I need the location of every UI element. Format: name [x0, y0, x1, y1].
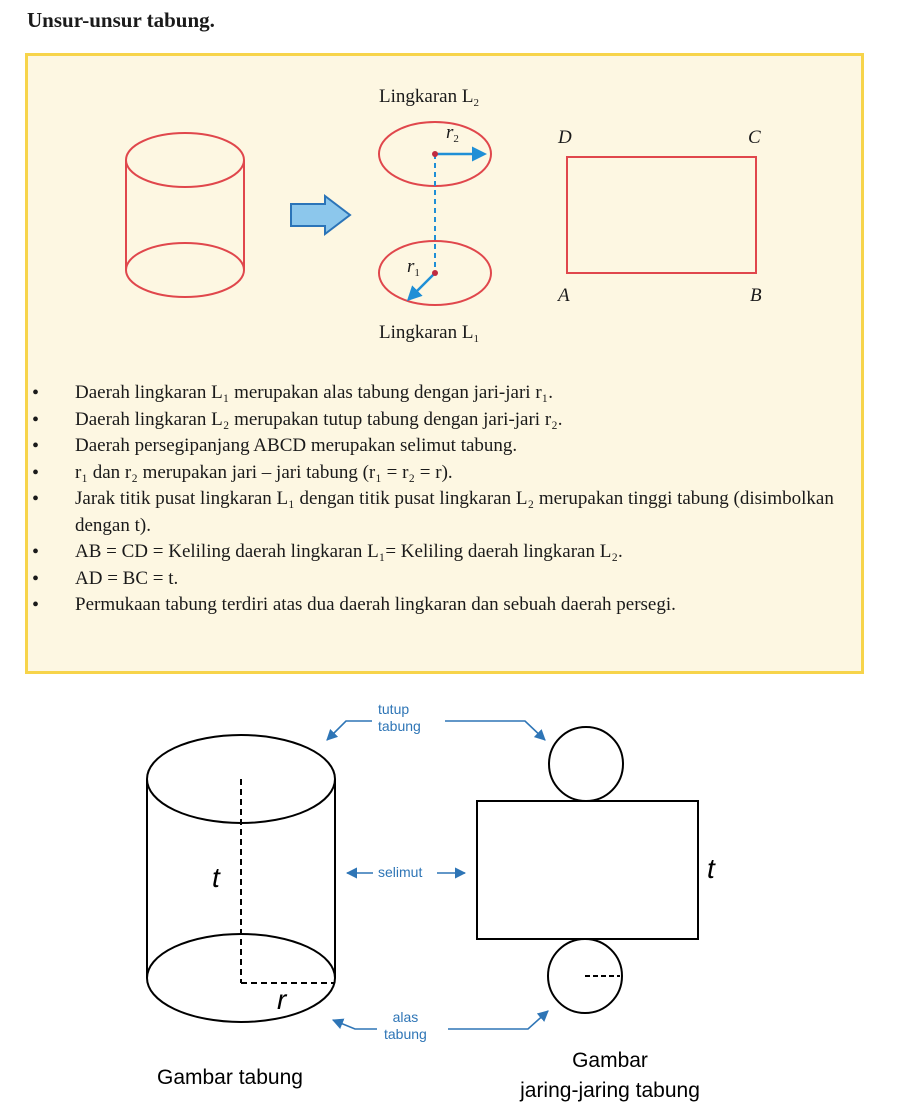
list-item: Daerah lingkaran L₂ merupakan tutup tabu… — [30, 407, 860, 434]
vertex-C: C — [748, 127, 761, 148]
cylinder-3d — [125, 132, 245, 298]
label-line: tabung — [378, 718, 421, 734]
caption-line: Gambar — [572, 1049, 648, 1072]
rectangle-ABCD — [566, 156, 757, 274]
label-r2: r2 — [446, 122, 459, 145]
label-lingkaran-L2: Lingkaran L2 — [379, 86, 479, 109]
list-item: AD = BC = t. — [30, 566, 860, 593]
caption-gambar-tabung: Gambar tabung — [157, 1066, 303, 1089]
circle-L1 — [378, 240, 492, 306]
list-item: AB = CD = Keliling daerah lingkaran L₁= … — [30, 539, 860, 566]
label-t-cylinder: t — [212, 862, 220, 893]
label-lingkaran-L1: Lingkaran L1 — [379, 322, 479, 345]
list-item: Daerah persegipanjang ABCD merupakan sel… — [30, 433, 860, 460]
label-t-net: t — [707, 853, 715, 884]
label-line: alas — [392, 1009, 419, 1025]
vertex-D: D — [558, 127, 572, 148]
label-r1: r1 — [407, 256, 420, 279]
label-line: tabung — [384, 1026, 427, 1042]
annotation-arrows — [326, 720, 549, 1030]
label-tutup-tabung: tutup tabung — [378, 701, 421, 735]
radius-r1-arrow — [406, 272, 436, 302]
net-bottom-circle — [547, 938, 623, 1014]
label-selimut: selimut — [378, 864, 423, 880]
list-item: r₁ dan r₂ merupakan jari – jari tabung (… — [30, 460, 860, 487]
caption-jaring-jaring: Gambar jaring-jaring tabung — [495, 1046, 725, 1106]
vertex-A: A — [558, 285, 570, 306]
page-heading: Unsur-unsur tabung. — [27, 8, 215, 32]
net-top-circle — [548, 726, 624, 802]
net-rectangle — [476, 800, 699, 940]
right-arrow-icon — [290, 193, 352, 237]
center-L2 — [432, 151, 438, 157]
label-alas-tabung: alas tabung — [384, 1009, 427, 1043]
list-item: Permukaan tabung terdiri atas dua daerah… — [30, 592, 860, 619]
label-line: tutup — [378, 701, 410, 717]
caption-line: jaring-jaring tabung — [520, 1079, 700, 1102]
center-L1 — [432, 270, 438, 276]
label-r-cylinder: r — [277, 984, 287, 1015]
cylinder-outline — [146, 734, 336, 1023]
top-diagram — [125, 121, 757, 306]
list-item: Jarak titik pusat lingkaran L₁ dengan ti… — [30, 486, 860, 539]
properties-list: Daerah lingkaran L₁ merupakan alas tabun… — [30, 380, 860, 619]
vertex-B: B — [750, 285, 762, 306]
list-item: Daerah lingkaran L₁ merupakan alas tabun… — [30, 380, 860, 407]
